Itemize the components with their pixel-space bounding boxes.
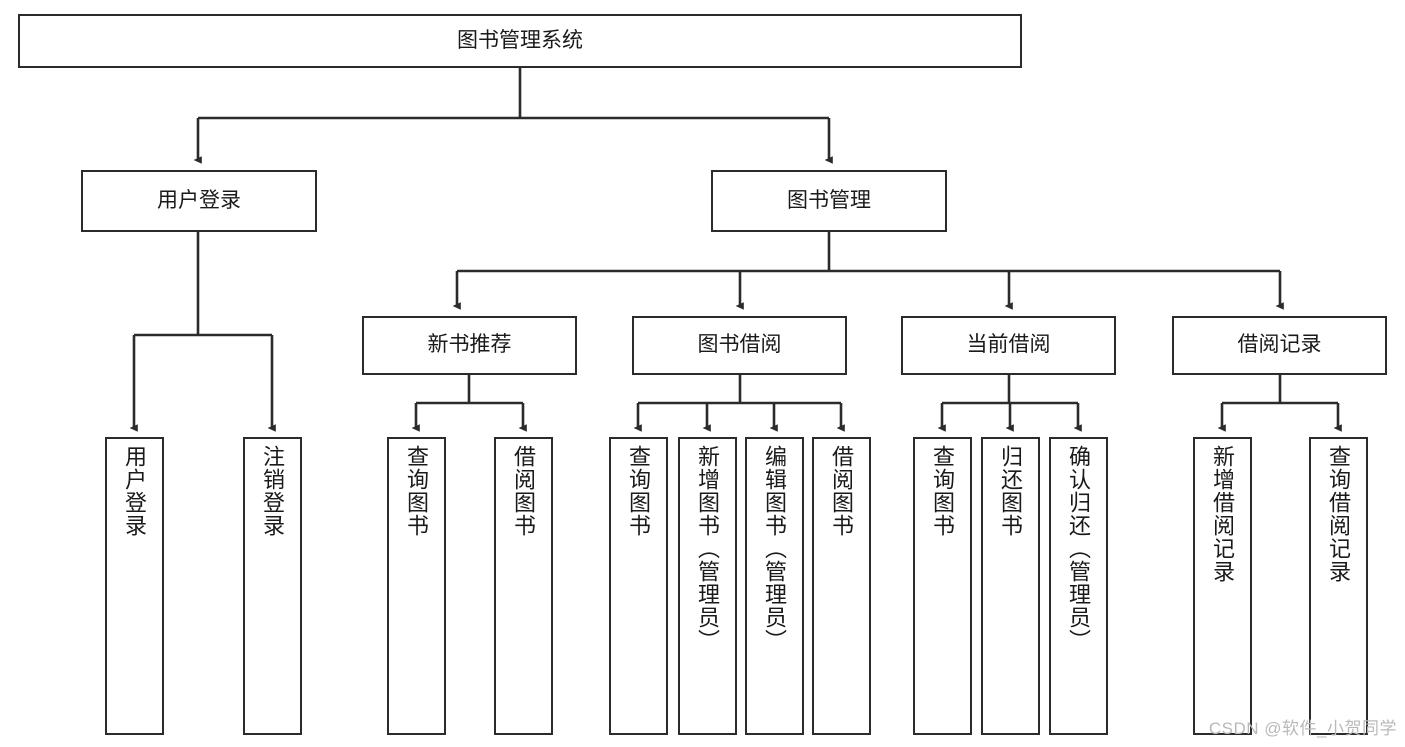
leaf-user-login[interactable]: 用户登录	[105, 437, 164, 735]
node-label: 确认归还（管理员）	[1066, 445, 1092, 652]
node-label: 当前借阅	[966, 333, 1051, 357]
node-label: 归还图书	[998, 445, 1024, 537]
watermark: CSDN @软件_小贺同学	[1208, 719, 1397, 738]
node-label: 新增图书（管理员）	[695, 445, 721, 652]
leaf-logout[interactable]: 注销登录	[243, 437, 302, 735]
leaf-borrow-add-book-admin[interactable]: 新增图书（管理员）	[678, 437, 737, 735]
leaf-borrow-query-book[interactable]: 查询图书	[609, 437, 668, 735]
node-label: 用户登录	[157, 188, 241, 212]
leaf-current-confirm-return-admin[interactable]: 确认归还（管理员）	[1049, 437, 1108, 735]
node-label: 注销登录	[260, 445, 286, 537]
leaf-current-return-book[interactable]: 归还图书	[981, 437, 1040, 735]
node-borrowing-records[interactable]: 借阅记录	[1172, 316, 1387, 375]
leaf-current-query-book[interactable]: 查询图书	[913, 437, 972, 735]
node-label: 借阅记录	[1237, 333, 1322, 357]
leaf-records-query-record[interactable]: 查询借阅记录	[1309, 437, 1368, 735]
node-label: 用户登录	[122, 445, 148, 537]
leaf-borrow-edit-book-admin[interactable]: 编辑图书（管理员）	[745, 437, 804, 735]
node-current-borrowing[interactable]: 当前借阅	[901, 316, 1116, 375]
node-label: 借阅图书	[511, 445, 537, 537]
node-label: 新书推荐	[427, 333, 512, 357]
node-book-borrowing[interactable]: 图书借阅	[632, 316, 847, 375]
node-label: 查询借阅记录	[1326, 445, 1352, 583]
node-label: 图书管理	[787, 188, 871, 212]
leaf-new-books-query-book[interactable]: 查询图书	[387, 437, 446, 735]
node-label: 查询图书	[626, 445, 652, 537]
node-label: 查询图书	[404, 445, 430, 537]
node-new-book-recommendation[interactable]: 新书推荐	[362, 316, 577, 375]
leaf-new-books-borrow-book[interactable]: 借阅图书	[494, 437, 553, 735]
leaf-records-add-record[interactable]: 新增借阅记录	[1193, 437, 1252, 735]
node-label: 借阅图书	[829, 445, 855, 537]
node-label: 编辑图书（管理员）	[762, 445, 788, 652]
node-label: 查询图书	[930, 445, 956, 537]
leaf-borrow-borrow-book[interactable]: 借阅图书	[812, 437, 871, 735]
node-label: 图书管理系统	[457, 28, 583, 52]
node-root-library-system[interactable]: 图书管理系统	[18, 14, 1022, 68]
node-user-login[interactable]: 用户登录	[81, 170, 317, 232]
node-label: 图书借阅	[697, 333, 782, 357]
node-label: 新增借阅记录	[1210, 445, 1236, 583]
node-book-management[interactable]: 图书管理	[711, 170, 947, 232]
